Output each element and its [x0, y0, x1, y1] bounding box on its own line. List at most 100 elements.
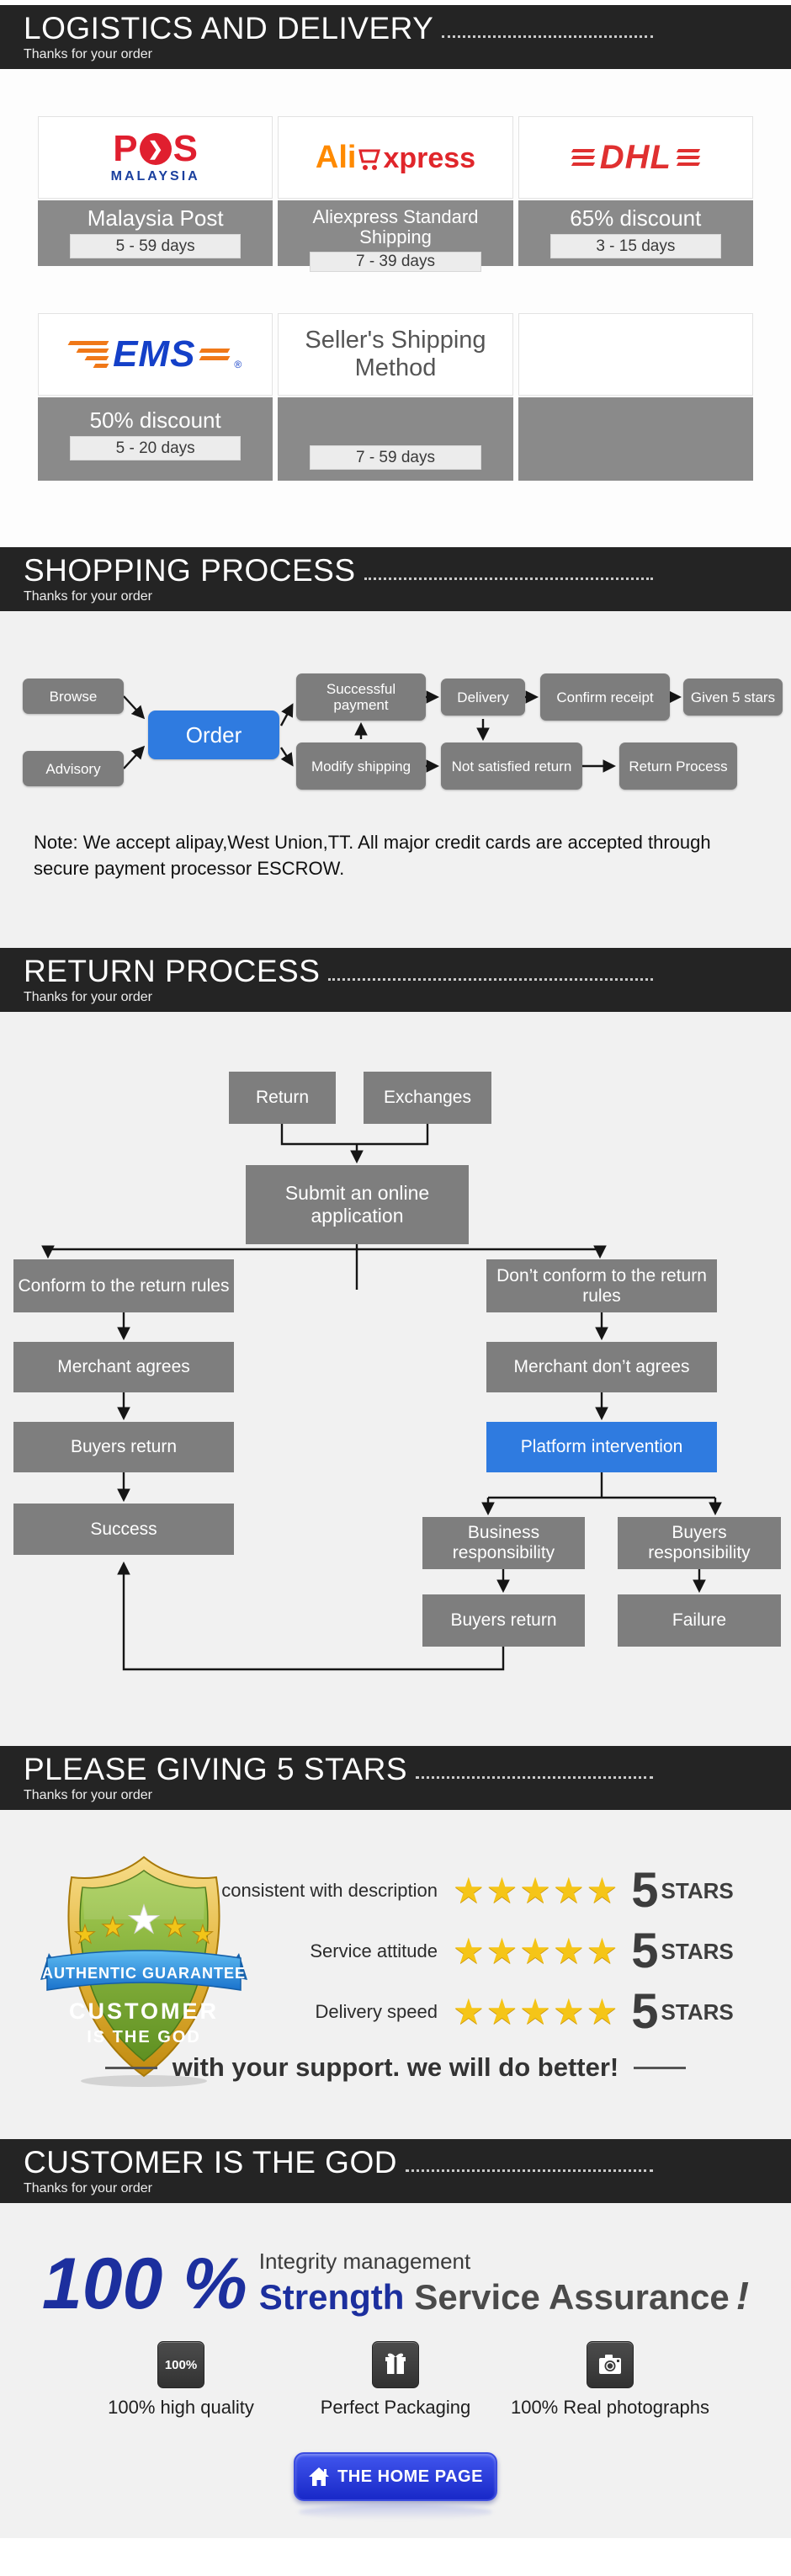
section-header-five-stars: PLEASE GIVING 5 STARS Thanks for your or… — [0, 1746, 791, 1810]
rating-suffix: STARS — [661, 1877, 734, 1903]
rating-score: 5 — [631, 1984, 659, 2039]
section-subtitle: Thanks for your order — [24, 1788, 152, 1802]
pos-chevron-icon: ❯ — [139, 133, 172, 165]
carrier-info-cell: 50% discount 5 - 20 days — [38, 397, 273, 481]
flow-node-advisory: Advisory — [23, 751, 124, 786]
flow-node-confirm-receipt: Confirm receipt — [540, 673, 670, 721]
dotted-rule — [364, 577, 653, 580]
seller-shipping-cell: Seller's Shipping Method — [278, 313, 513, 396]
badge-line2: IS THE GOD — [87, 2028, 201, 2046]
xpress-word: xpress — [383, 142, 476, 174]
assurance-banner: 100 % Integrity management Strength Serv… — [0, 2240, 791, 2328]
flow-node-return: Return — [229, 1072, 336, 1124]
registered-mark: ® — [234, 359, 242, 370]
empty-logo-cell — [518, 313, 753, 396]
delivery-days-badge: 3 - 15 days — [549, 234, 721, 258]
section-title: RETURN PROCESS — [24, 954, 321, 988]
flow-node-dont-conform-rules: Don’t conform to the return rules — [486, 1259, 717, 1312]
ems-stripes-left — [67, 341, 109, 368]
shopping-process-section: SHOPPING PROCESS Thanks for your order — [0, 547, 791, 948]
section-subtitle: Thanks for your order — [24, 47, 152, 61]
flow-node-buyers-return-2: Buyers return — [422, 1594, 585, 1647]
flow-node-order: Order — [148, 711, 279, 759]
flow-node-merchant-dont-agrees: Merchant don’t agrees — [486, 1342, 717, 1392]
flow-node-conform-rules: Conform to the return rules — [13, 1259, 234, 1312]
return-process-section: RETURN PROCESS Thanks for your order — [0, 948, 791, 1746]
dotted-rule — [405, 2169, 653, 2172]
flow-node-business-responsibility: Business responsibility — [422, 1517, 585, 1569]
feature-packaging: Perfect Packaging — [289, 2341, 503, 2419]
dash-left — [104, 2066, 157, 2069]
flow-connectors — [123, 690, 682, 773]
dash-right — [634, 2066, 687, 2069]
flow-node-modify-shipping: Modify shipping — [296, 742, 426, 790]
pos-letter-s: S — [173, 128, 199, 169]
home-icon — [309, 2467, 330, 2486]
five-stars-icons: ★★★★★ — [453, 1931, 620, 1971]
section-header-logistics: LOGISTICS AND DELIVERY Thanks for your o… — [0, 5, 791, 69]
flow-node-return-process: Return Process — [619, 742, 737, 790]
flow-node-successful-payment: Successful payment — [296, 673, 426, 721]
rating-score: 5 — [631, 1863, 659, 1918]
strength-label: Strength — [258, 2277, 405, 2317]
flow-node-browse: Browse — [23, 679, 124, 714]
rating-row: consistent with description ★★★★★ 5 STAR… — [209, 1863, 781, 1918]
carrier-info-cell: 65% discount 3 - 15 days — [518, 200, 753, 266]
shield-star: ★ — [101, 1912, 125, 1942]
rating-label: Service attitude — [310, 1940, 438, 1961]
dhl-stripes-right — [676, 149, 701, 166]
section-title: SHOPPING PROCESS — [24, 553, 356, 588]
ems-logo: EMS ® — [38, 313, 273, 396]
section-subtitle: Thanks for your order — [24, 990, 152, 1004]
flow-node-not-satisfied-return: Not satisfied return — [441, 742, 582, 790]
dotted-rule — [416, 1776, 653, 1779]
empty-gray-cell — [518, 397, 753, 481]
exclaim-mark: ! — [735, 2274, 750, 2318]
rating-row: Delivery speed ★★★★★ 5 STARS — [209, 1988, 781, 2036]
support-tagline-row: with your support. we will do better! — [0, 2052, 791, 2083]
carrier-info-cell: Malaysia Post 5 - 59 days — [38, 200, 273, 266]
shipping-tables-section: P ❯ S MALAYSIA Ali xpress DHL — [0, 69, 791, 547]
guarantee-shield-badge: ★ ★ ★ ★ ★ AUTHENTIC GUARANTEE CUSTOMER I… — [39, 1852, 249, 2094]
feature-high-quality: 100% 100% high quality — [74, 2341, 289, 2419]
section-header-customer: CUSTOMER IS THE GOD Thanks for your orde… — [0, 2139, 791, 2203]
percent-100: 100 % — [41, 2243, 247, 2324]
rating-suffix: STARS — [661, 1999, 734, 2025]
flow-node-success: Success — [13, 1504, 234, 1555]
feature-label: 100% Real photographs — [510, 2397, 710, 2418]
five-stars-section: PLEASE GIVING 5 STARS Thanks for your or… — [0, 1746, 791, 2139]
shipping-table-row2: EMS ® Seller's Shipping Method 50% disco… — [38, 313, 753, 481]
flow-node-delivery: Delivery — [441, 679, 525, 716]
page-title: LOGISTICS AND DELIVERY — [24, 11, 434, 45]
home-page-button[interactable]: THE HOME PAGE — [294, 2452, 497, 2501]
section-header-returns: RETURN PROCESS Thanks for your order — [0, 948, 791, 1012]
carrier-info-cell: 7 - 59 days — [278, 397, 513, 481]
gift-icon — [372, 2341, 419, 2388]
flow-connectors — [41, 1124, 722, 1671]
five-stars-icons: ★★★★★ — [453, 1871, 620, 1910]
dhl-stripes-left — [571, 149, 595, 166]
ems-word: EMS — [113, 333, 196, 375]
home-button-label: THE HOME PAGE — [337, 2467, 483, 2486]
section-title: CUSTOMER IS THE GOD — [24, 2145, 397, 2179]
flow-node-platform-intervention: Platform intervention — [486, 1422, 717, 1472]
customer-section: CUSTOMER IS THE GOD Thanks for your orde… — [0, 2139, 791, 2538]
delivery-days-badge: 5 - 20 days — [70, 436, 242, 460]
flow-node-buyers-return: Buyers return — [13, 1422, 234, 1472]
rating-label: Delivery speed — [315, 2001, 438, 2022]
section-title: PLEASE GIVING 5 STARS — [24, 1752, 408, 1786]
carrier-title: Aliexpress Standard Shipping — [312, 206, 479, 247]
flow-node-failure: Failure — [618, 1594, 781, 1647]
ribbon-text: AUTHENTIC GUARANTEE — [42, 1965, 246, 1982]
page-footer — [0, 2538, 791, 2576]
support-tagline: with your support. we will do better! — [172, 2052, 619, 2082]
pos-malaysia-word: MALAYSIA — [110, 169, 200, 184]
rating-score: 5 — [631, 1924, 659, 1978]
feature-list: 100% 100% high quality Perfect Packaging — [0, 2341, 791, 2419]
carrier-info-cell: Aliexpress Standard Shipping 7 - 39 days — [278, 200, 513, 272]
return-flowchart: Return Exchanges Submit an online applic… — [0, 1046, 791, 1719]
integrity-label: Integrity management — [258, 2249, 471, 2274]
flow-node-given-5-stars: Given 5 stars — [683, 679, 783, 716]
delivery-days-badge: 7 - 59 days — [310, 445, 481, 470]
